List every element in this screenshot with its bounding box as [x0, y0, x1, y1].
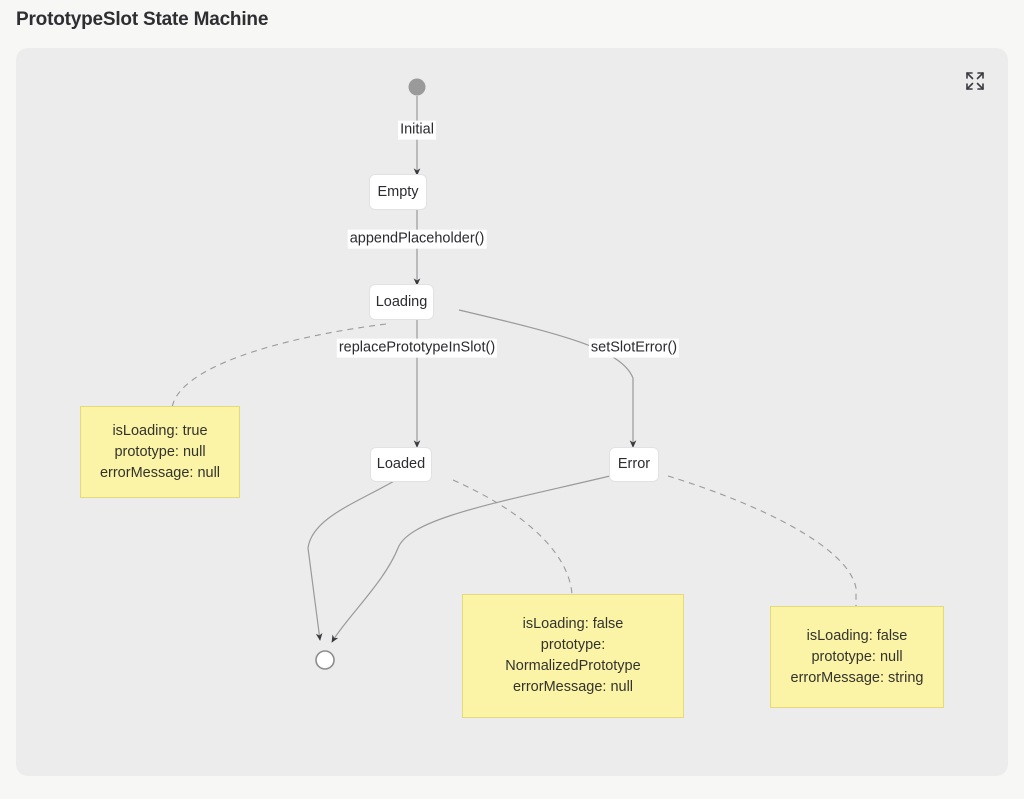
diagram-panel: Empty Loading Loaded Error Initial appen… — [16, 48, 1008, 776]
note-link-error — [667, 475, 857, 634]
note-error-line-2: prototype: null — [811, 648, 903, 665]
start-node — [408, 78, 426, 96]
note-link-loaded — [452, 479, 573, 622]
expand-fullscreen-glyph — [966, 72, 984, 90]
state-node-error[interactable]: Error — [609, 447, 659, 482]
end-node — [315, 650, 335, 670]
diagram-edges — [171, 78, 857, 670]
note-loading-line-2: prototype: null — [114, 443, 206, 460]
state-node-error-label: Error — [617, 456, 651, 473]
note-link-loading — [171, 323, 387, 436]
state-node-loaded[interactable]: Loaded — [370, 447, 432, 482]
note-loading-line-3: errorMessage: null — [99, 464, 221, 481]
note-loaded-line-4: errorMessage: null — [512, 679, 634, 695]
edge-loaded-to-end — [307, 479, 397, 641]
state-node-loading[interactable]: Loading — [369, 284, 434, 320]
edge-error-to-end — [331, 475, 611, 643]
note-error-line-3: errorMessage: string — [790, 669, 924, 686]
edge-label-append-placeholder: appendPlaceholder() — [347, 229, 487, 249]
edge-label-replace-prototype-in-slot: replacePrototypeInSlot() — [336, 338, 498, 358]
edge-label-initial: Initial — [398, 120, 436, 140]
note-loaded-line-1: isLoading: false — [522, 616, 624, 632]
page-title: PrototypeSlot State Machine — [16, 9, 269, 30]
note-loaded-line-2: prototype: — [540, 637, 606, 653]
state-node-loading-label: Loading — [375, 293, 428, 310]
note-loading-line-1: isLoading: true — [112, 422, 208, 439]
note-error: isLoading: false prototype: null errorMe… — [770, 606, 944, 708]
edge-loading-to-error — [458, 309, 637, 448]
note-loading: isLoading: true prototype: null errorMes… — [80, 406, 240, 498]
note-loaded: isLoading: false prototype: NormalizedPr… — [462, 594, 684, 718]
state-node-loaded-label: Loaded — [376, 456, 426, 473]
state-node-empty-label: Empty — [377, 183, 419, 200]
note-error-line-1: isLoading: false — [806, 627, 908, 644]
edge-label-set-slot-error: setSlotError() — [588, 338, 680, 358]
note-loaded-line-3: NormalizedPrototype — [505, 658, 641, 674]
expand-fullscreen-icon[interactable] — [964, 70, 986, 92]
state-node-empty[interactable]: Empty — [369, 174, 427, 210]
